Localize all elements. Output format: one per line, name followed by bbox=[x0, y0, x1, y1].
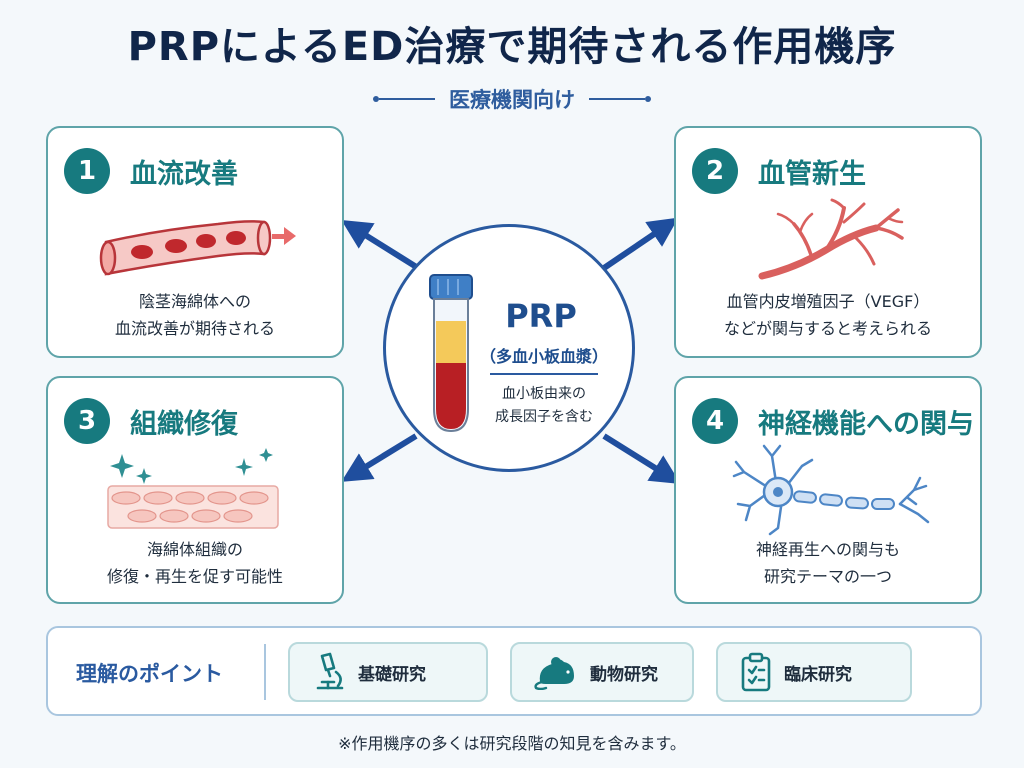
prp-description: 血小板由来の 成長因子を含む bbox=[495, 386, 593, 425]
card-nerve-function: 4 神経機能への関与 神経再生への関与も 研究テーマの一つ bbox=[674, 376, 982, 604]
card-number: 1 bbox=[64, 148, 110, 194]
chip-clinical-research: 臨床研究 bbox=[716, 642, 912, 702]
card-heading: 血管新生 bbox=[758, 159, 866, 190]
card-number: 4 bbox=[692, 398, 738, 444]
footnote: ※作用機序の多くは研究段階の知見を含みます。 bbox=[338, 734, 686, 753]
chip-label: 動物研究 bbox=[590, 664, 658, 685]
sparkle-icon bbox=[110, 448, 273, 484]
understanding-points-panel: 理解のポイント 基礎研究 動物研究 bbox=[46, 626, 982, 716]
prp-subtitle: （多血小板血漿） bbox=[479, 347, 608, 366]
subtitle-rule-right bbox=[589, 96, 651, 102]
card-number: 2 bbox=[692, 148, 738, 194]
card-description: 陰茎海綿体への 血流改善が期待される bbox=[114, 292, 275, 338]
chip-label: 基礎研究 bbox=[358, 664, 426, 685]
test-tube-icon bbox=[429, 274, 473, 433]
card-number: 3 bbox=[64, 398, 110, 444]
subtitle-rule-left bbox=[373, 96, 435, 102]
blood-vessel-icon bbox=[99, 220, 296, 276]
prp-title: PRP bbox=[505, 297, 577, 335]
arrow-to-card-1 bbox=[341, 220, 420, 271]
mouse-icon bbox=[534, 657, 574, 690]
card-heading: 血流改善 bbox=[130, 159, 238, 190]
subtitle-row: 医療機関向け bbox=[0, 84, 1024, 114]
prp-divider bbox=[490, 373, 598, 375]
card-description: 神経再生への関与も 研究テーマの一つ bbox=[755, 540, 900, 586]
card-blood-flow: 1 血流改善 陰茎海綿体への 血流改善が期待される bbox=[46, 126, 344, 358]
page-subtitle: 医療機関向け bbox=[449, 88, 575, 112]
card-description: 海綿体組織の 修復・再生を促す可能性 bbox=[106, 540, 283, 586]
arrow-to-card-2 bbox=[602, 217, 679, 271]
microscope-icon bbox=[316, 652, 344, 690]
arrow-to-card-4 bbox=[602, 433, 681, 484]
card-angiogenesis: 2 血管新生 血管内皮増殖因子（VEGF） などが関与すると考えられる bbox=[674, 126, 982, 358]
prp-center-circle: PRP （多血小板血漿） 血小板由来の 成長因子を含む bbox=[383, 224, 635, 472]
card-tissue-repair: 3 組織修復 海綿体組織の 修復・再生を促す可能性 bbox=[46, 376, 344, 604]
card-description: 血管内皮増殖因子（VEGF） などが関与すると考えられる bbox=[723, 292, 932, 338]
arrow-to-card-3 bbox=[341, 433, 418, 482]
page-title: PRPによるED治療で期待される作用機序 bbox=[127, 24, 897, 70]
chip-basic-research: 基礎研究 bbox=[288, 642, 488, 702]
neuron-icon bbox=[732, 444, 930, 536]
chip-animal-research: 動物研究 bbox=[510, 642, 694, 702]
tissue-icon bbox=[107, 448, 279, 529]
card-heading: 神経機能への関与 bbox=[758, 409, 974, 440]
branching-vessel-icon bbox=[758, 198, 904, 280]
points-divider bbox=[264, 644, 266, 700]
card-heading: 組織修復 bbox=[130, 409, 238, 440]
points-label: 理解のポイント bbox=[76, 662, 223, 686]
chip-label: 臨床研究 bbox=[784, 664, 852, 685]
clipboard-icon bbox=[741, 652, 771, 692]
